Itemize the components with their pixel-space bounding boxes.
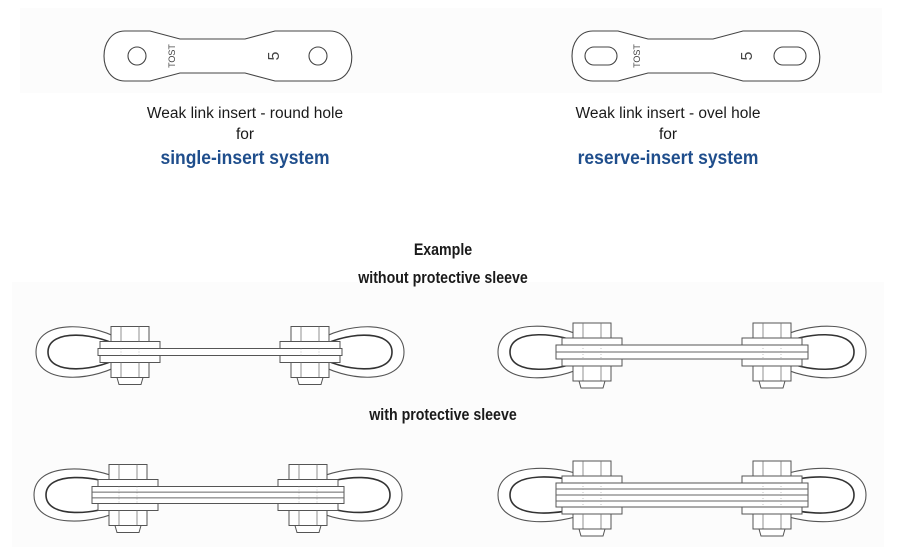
bolt-head-left [572,322,612,339]
insert-outline [571,30,821,82]
washer-top-right [741,475,803,484]
right-hole [308,46,328,66]
insert-stamp-text: TOST [167,44,177,68]
insert-outline [103,30,353,82]
nut-left [572,513,612,530]
washer-top-right [277,479,339,487]
strap-stack [97,348,343,356]
without-sleeve-label: without protective sleeve [358,269,528,287]
bolt-tip-left [578,380,606,389]
bolt-tip-right [294,525,322,533]
washer-top-left [561,337,623,346]
nut-left [110,362,150,378]
bolt-tip-right [758,380,786,389]
bolt-tip-left [114,525,142,533]
nut-left [108,510,148,526]
round-insert-for-label: for [235,126,255,143]
washer-top-left [97,479,159,487]
washer-bottom-right [279,355,341,363]
with-sleeve-label: with protective sleeve [369,406,517,424]
washer-bottom-left [97,503,159,511]
shackle-loop-inner-left [47,334,126,370]
reserve-insert-system-label: reserve-insert system [577,148,759,169]
shackle-loop-inner-right [314,334,393,370]
shackle-loop-inner-left [509,476,588,514]
washer-top-right [741,337,803,346]
single-insert-system-label: single-insert system [160,148,330,169]
bolt-head-left [110,326,150,342]
shackle-loop-inner-right [776,333,855,371]
washer-bottom-right [277,503,339,511]
bolt-head-right [752,460,792,477]
oval-insert-for-label: for [658,126,678,143]
shackle-loop-inner-right [776,476,855,514]
bolt-head-right [288,464,328,480]
bolt-tip-right [758,528,786,537]
bolt-tip-left [578,528,606,537]
bolt-head-left [572,460,612,477]
bolt-head-right [752,322,792,339]
shackle-loop-inner-left [45,476,124,514]
strap-stack [91,486,345,504]
shackle-loop-inner-left [509,333,588,371]
washer-top-left [561,475,623,484]
bolt-tip-right [296,377,324,385]
oval-insert-caption: Weak link insert - ovel hole [575,105,761,122]
insert-stamp-number: 5 [739,51,756,60]
washer-bottom-left [561,506,623,515]
assembly-single-insert-without-sleeve [35,326,405,385]
shackle-loop-inner-right [312,476,391,514]
nut-right [752,365,792,382]
washer-bottom-left [561,358,623,367]
washer-bottom-right [741,358,803,367]
left-hole [127,46,147,66]
washer-bottom-left [99,355,161,363]
right-oval-hole [773,46,807,66]
insert-round-hole-drawing: TOST 5 [103,30,353,82]
bolt-head-left [108,464,148,480]
washer-bottom-right [741,506,803,515]
nut-right [288,510,328,526]
assembly-reserve-insert-with-sleeve [497,460,867,537]
left-oval-hole [584,46,618,66]
round-insert-caption: Weak link insert - round hole [146,105,344,122]
nut-left [572,365,612,382]
insert-stamp-number: 5 [266,51,283,60]
nut-right [752,513,792,530]
example-title: Example [413,241,473,259]
bolt-head-right [290,326,330,342]
assembly-single-insert-with-sleeve [33,464,403,533]
insert-oval-hole-drawing: TOST 5 [571,30,821,82]
washer-top-right [279,341,341,349]
washer-top-left [99,341,161,349]
bolt-tip-left [116,377,144,385]
insert-stamp-text: TOST [632,44,642,68]
nut-right [290,362,330,378]
assembly-reserve-insert-without-sleeve [497,322,867,389]
